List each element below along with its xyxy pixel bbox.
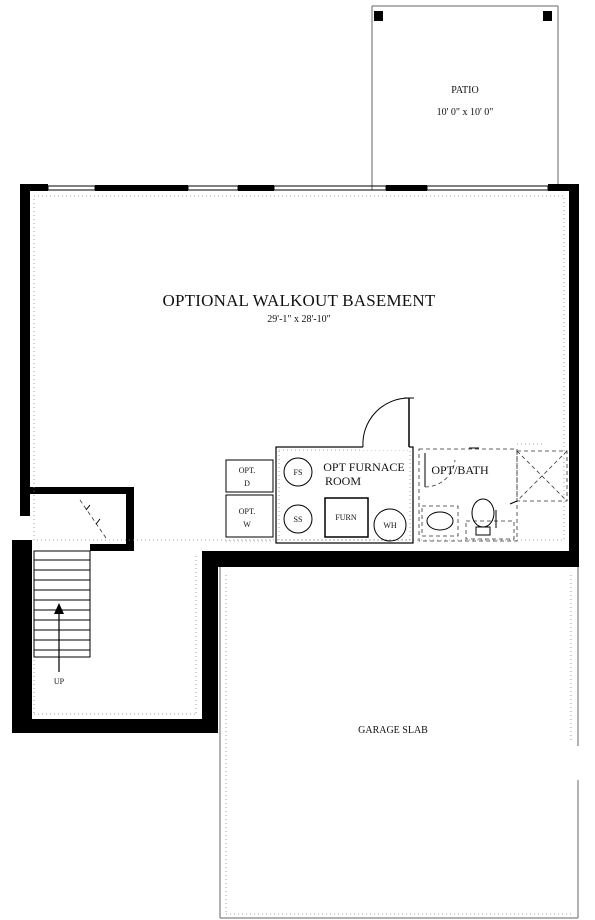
garage-label: GARAGE SLAB bbox=[358, 725, 428, 736]
shower bbox=[509, 443, 568, 505]
stair-break-line bbox=[79, 499, 107, 539]
patio-outline bbox=[371, 5, 559, 191]
garage-separation-wall bbox=[202, 551, 579, 567]
patio-dimensions: 10' 0" x 10' 0" bbox=[437, 107, 494, 118]
left-wall bbox=[20, 184, 30, 516]
stair-run bbox=[33, 550, 91, 658]
exterior-walls bbox=[12, 184, 579, 733]
shower-outline bbox=[516, 450, 568, 502]
fs-unit bbox=[283, 457, 313, 487]
furnace-label: FURN bbox=[335, 513, 357, 522]
ss-label: SS bbox=[294, 515, 303, 524]
furnace-room-label-line1: OPT FURNACE bbox=[323, 460, 404, 474]
stairs-up-label: UP bbox=[54, 677, 65, 686]
bath-label: OPT/BATH bbox=[431, 463, 489, 477]
sliding-door bbox=[273, 185, 387, 191]
bottom-wall bbox=[12, 719, 218, 733]
right-wall bbox=[569, 184, 579, 556]
dryer-closet bbox=[225, 459, 274, 493]
window bbox=[187, 185, 239, 191]
fs-label: FS bbox=[294, 468, 303, 477]
patio: PATIO 10' 0" x 10' 0" bbox=[371, 5, 559, 191]
washer-closet bbox=[225, 494, 274, 538]
bath-door-swing bbox=[424, 459, 456, 488]
stair-alcove-top bbox=[30, 487, 134, 494]
toilet-tank bbox=[475, 526, 491, 536]
shower-cross bbox=[516, 450, 568, 502]
garage-side-wall bbox=[202, 551, 218, 733]
ss-unit bbox=[283, 504, 313, 534]
patio-post-left bbox=[374, 11, 383, 21]
stair-alcove-bottom bbox=[90, 544, 134, 551]
stair-break-mark bbox=[85, 504, 91, 511]
furnace-room: OPT FURNACE ROOM FS SS FURN WH bbox=[275, 397, 414, 544]
basement-inner-outline bbox=[33, 195, 565, 541]
patio-post-right bbox=[543, 11, 552, 21]
water-heater-label: WH bbox=[383, 521, 397, 530]
basement-label: OPTIONAL WALKOUT BASEMENT bbox=[163, 291, 436, 310]
basement-dimensions: 29'-1" x 28'-10" bbox=[267, 314, 330, 325]
furnace-unit bbox=[324, 497, 369, 538]
dryer-label-line2: D bbox=[244, 479, 250, 488]
stair-break-mark bbox=[95, 518, 101, 525]
garage: GARAGE SLAB bbox=[219, 567, 579, 919]
window bbox=[47, 185, 96, 191]
shower-door bbox=[509, 500, 518, 505]
toilet-tank-area bbox=[465, 520, 515, 540]
laundry-closets: OPT. D OPT. W bbox=[225, 459, 274, 542]
top-wall-segment bbox=[238, 185, 274, 191]
sink-counter bbox=[421, 505, 459, 537]
up-arrow-head bbox=[54, 603, 64, 614]
furnace-door-gap bbox=[363, 444, 409, 450]
sink-basin bbox=[426, 511, 454, 531]
washer-label-line2: W bbox=[243, 520, 251, 529]
top-wall-segment bbox=[548, 184, 578, 191]
washer-label-line1: OPT. bbox=[239, 507, 256, 516]
top-wall-segment bbox=[386, 185, 427, 191]
top-wall-segment bbox=[95, 185, 188, 191]
furnace-room-inner bbox=[278, 449, 411, 541]
stairs: UP bbox=[33, 499, 107, 686]
window bbox=[426, 185, 549, 191]
top-wall-segment bbox=[20, 184, 48, 191]
patio-label: PATIO bbox=[451, 85, 478, 96]
lower-left-wall bbox=[12, 540, 32, 733]
toilet-bowl bbox=[471, 498, 495, 528]
basement: OPTIONAL WALKOUT BASEMENT 29'-1" x 28'-1… bbox=[33, 195, 565, 715]
bath: OPT/BATH bbox=[418, 447, 518, 542]
dryer-label-line1: OPT. bbox=[239, 466, 256, 475]
furnace-door-swing bbox=[362, 397, 410, 448]
stair-alcove-right bbox=[126, 487, 134, 551]
water-heater bbox=[373, 508, 407, 542]
furnace-room-label-line2: ROOM bbox=[325, 474, 361, 488]
furnace-room-outline bbox=[275, 446, 414, 544]
